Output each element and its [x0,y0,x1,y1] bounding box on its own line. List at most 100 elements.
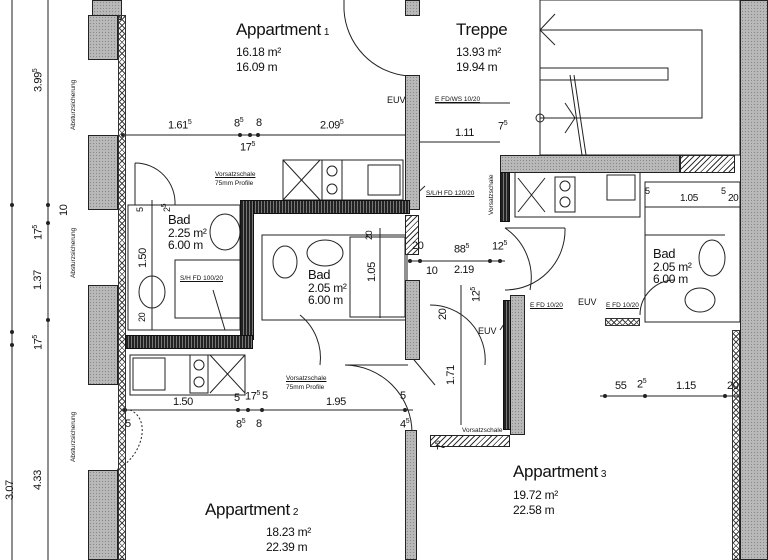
room-perimeter: 6.00 m [308,293,343,307]
fall-protection-label: Absturzsicherung [70,227,77,278]
exterior-wall-right [740,0,768,560]
interior-wall [510,295,525,435]
dimension-top: 8 [256,117,262,129]
fire-rating-label: E FD/WS 10/20 [435,96,481,103]
dimension-bad-center: 1.05 [366,262,378,282]
room-name-treppe: Treppe [456,20,508,39]
dimension-treppe: 75 [498,120,508,133]
dimension-right: 1.15 [676,380,696,392]
room-area: 2.05 m² [653,260,692,274]
vorsatzschale-label: Vorsatzschale [488,174,495,215]
dimension-treppe: 1.11 [455,127,474,139]
dimension-bad-left: 20 [137,312,147,322]
dimension-bad-right: 1.05 [680,193,698,204]
vorsatzschale-wall [240,200,410,214]
hatched-wall [430,435,510,447]
room-perimeter: 22.58 m [513,503,555,517]
room-perimeter: 6.00 m [168,238,203,252]
vorsatzschale-wall [500,172,510,222]
fire-rating-label: S/L/H FD 120/20 [426,190,475,197]
room-perimeter: 19.94 m [456,60,498,74]
room-name-bad-right: Bad [653,246,676,261]
insulation-strip [118,15,126,560]
dimension-top: 175 [240,141,255,154]
dimension-right: 20 [727,380,739,392]
fall-protection-label: Absturzsicherung [70,411,77,462]
exterior-wall [88,470,118,560]
fire-rating-label: S/H FD 100/20 [180,275,223,282]
dimension-center: 20 [412,240,424,252]
dimension-bottom: 5 [125,418,131,430]
fall-protection-label: Absturzsicherung [70,79,77,130]
room-perimeter: 16.09 m [236,60,278,74]
dimension-bad-right: 5 [721,186,726,196]
dimension-center: 75 [435,440,448,450]
dimension-bad-left: 25 [161,203,172,212]
vorsatzschale-wall [503,300,511,430]
room-area: 18.23 m² [266,525,311,539]
dimension-right: 25 [637,378,647,391]
dimension-left: 3.07 [4,480,16,500]
dimension-right: 55 [615,380,627,392]
dimension-bad-center: 20 [364,230,374,240]
vorsatzschale-label: Vorsatzschale [215,171,256,178]
dimension-bottom: 5 [400,390,406,402]
interior-wall [500,155,680,173]
vorsatzschale-label: Vorsatzschale [462,427,503,434]
room-area: 13.93 m² [456,45,501,59]
dimension-left: 1.37 [32,270,44,290]
room-area: 16.18 m² [236,45,281,59]
dimension-left: 3.995 [32,68,45,92]
profile-label: 75mm Profile [215,180,254,187]
dimension-bottom: 5 [234,392,240,404]
room-perimeter: 6.00 m [653,272,688,286]
interior-wall [405,0,420,16]
dimension-top: 1.615 [168,119,192,132]
dimension-left: 10 [58,204,70,216]
dimension-bottom: 175 [245,390,260,403]
exterior-wall [88,135,118,210]
euv-label: EUV [478,326,497,336]
exterior-wall [88,15,118,60]
euv-label: EUV [578,297,597,307]
dimension-bottom: 45 [400,418,410,431]
interior-wall [405,430,417,560]
room-name-bad-left: Bad [168,212,191,227]
dimension-left: 175 [32,225,45,240]
dimension-bad-left: 5 [135,207,145,212]
dimension-center: 10 [426,265,438,277]
vorsatzschale-wall [125,335,253,349]
dimension-bad-left: 1.50 [137,248,149,268]
dimension-left: 4.33 [32,470,44,490]
dimension-bad-right: 5 [645,186,650,196]
room-name-bad-center: Bad [308,267,331,282]
dimension-center: 125 [492,240,507,253]
dimension-bottom: 85 [236,418,246,431]
interior-wall [405,280,420,360]
dimension-center: 20 [437,308,449,320]
euv-label: EUV [387,95,406,105]
dimension-center: 125 [470,287,483,302]
profile-label: 75mm Profile [286,384,325,391]
dimension-left: 175 [32,335,45,350]
room-area: 2.25 m² [168,226,207,240]
interior-wall [405,75,420,210]
room-perimeter: 22.39 m [266,540,308,554]
insulation-strip [732,330,740,560]
dimension-bad-right: 20 [728,193,739,204]
dimension-bottom: 1.50 [173,396,193,408]
fire-rating-label: E FD 10/20 [606,302,639,309]
vorsatzschale-wall [240,200,254,340]
vorsatzschale-label: Vorsatzschale [286,375,327,382]
dimension-bottom: 5 [262,390,268,402]
fire-rating-label: E FD 10/20 [530,302,563,309]
dimension-top: 85 [234,117,244,130]
hatched-wall [680,155,735,173]
insulation-strip [605,318,640,326]
dimension-center: 885 [454,243,469,256]
room-area: 2.05 m² [308,281,347,295]
